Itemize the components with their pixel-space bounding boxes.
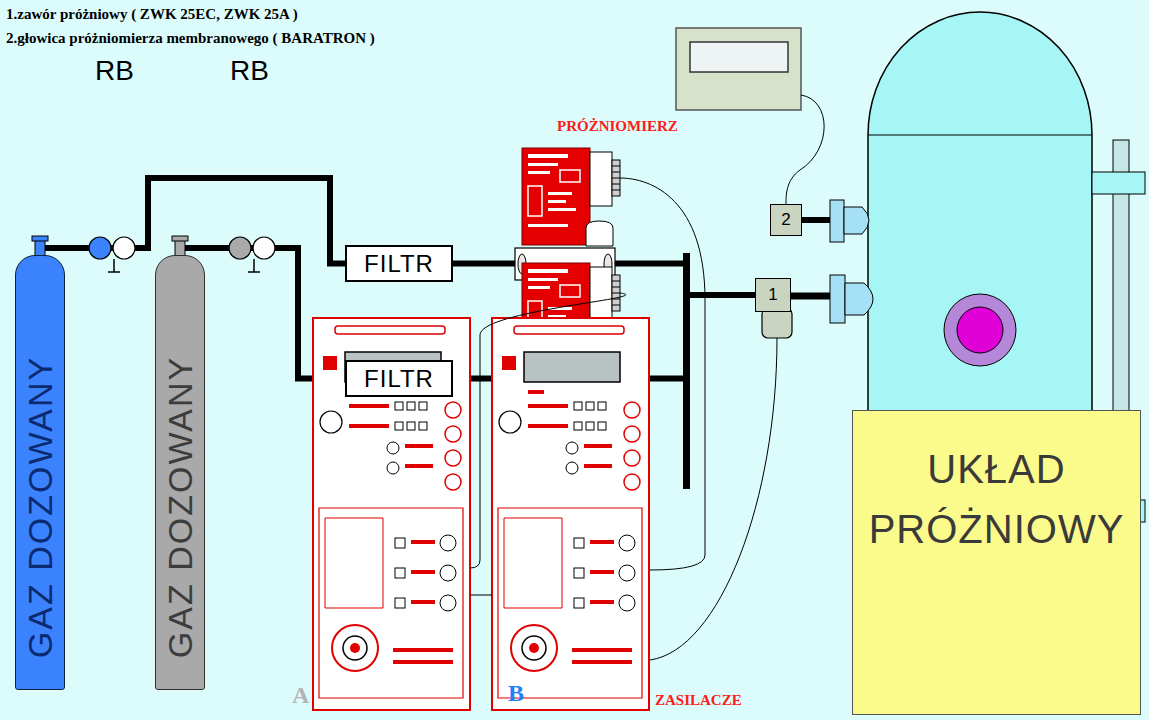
- part-name: RB: [95, 55, 134, 87]
- flange-port: [844, 207, 869, 234]
- regulator-stem: [108, 259, 120, 272]
- legend-note: 2.głowica próżniomierza membranowego ( B…: [6, 30, 375, 47]
- node-text: GAZ DOZOWANY: [21, 356, 60, 658]
- regulator-stem: [248, 259, 260, 272]
- viewport-ring: [944, 294, 1016, 366]
- regulator: [229, 237, 251, 259]
- gauge-head: 2: [770, 204, 802, 236]
- gauge-screen: [690, 42, 788, 72]
- chamber-seam: [868, 135, 1092, 136]
- unit-letter: A: [292, 682, 309, 709]
- node-text: FILTR: [364, 250, 434, 278]
- part-name: RB: [230, 55, 269, 87]
- signal-wire: [786, 95, 824, 204]
- pipe-clamp: [1092, 172, 1145, 194]
- filter-box: FILTR: [345, 245, 453, 282]
- node-text: FILTR: [364, 365, 434, 393]
- flange: [830, 275, 845, 323]
- signal-wire: [470, 293, 626, 568]
- part-name: ZASILACZE: [655, 692, 742, 709]
- port-pipe: [790, 293, 832, 300]
- node-text: 2: [781, 210, 790, 230]
- power-supply: [313, 318, 470, 710]
- part-name: PRÓŻNIOMIERZ: [557, 118, 678, 135]
- flange-port: [845, 283, 873, 315]
- cylinder-valve: [172, 236, 188, 241]
- flange: [830, 200, 844, 242]
- gauge-display: [676, 28, 801, 110]
- viewport: [957, 307, 1003, 353]
- power-supply: [492, 318, 649, 710]
- regulator: [253, 237, 275, 259]
- valve-actuator: [762, 308, 792, 338]
- regulator: [89, 237, 111, 259]
- gas-cylinder: GAZ DOZOWANY: [155, 255, 205, 690]
- signal-wire: [470, 595, 492, 596]
- regulator: [113, 237, 135, 259]
- unit-letter: B: [508, 680, 524, 707]
- vacuum-chamber: [868, 12, 1092, 430]
- filter-box: FILTR: [345, 360, 453, 397]
- vacuum-valve: 1: [755, 278, 791, 312]
- side-pipe: [1113, 140, 1129, 610]
- flow-meter: [515, 148, 620, 280]
- node-text: GAZ DOZOWANY: [161, 356, 200, 658]
- signal-wire: [620, 178, 705, 570]
- vacuum-system: UKŁAD PRÓŻNIOWY: [852, 410, 1141, 715]
- legend-note: 1.zawór próżniowy ( ZWK 25EC, ZWK 25A ): [6, 6, 298, 23]
- manifold: [683, 253, 690, 489]
- pipe-clamp: [1092, 500, 1145, 522]
- signal-wire: [650, 338, 777, 660]
- node-text: UKŁAD PRÓŻNIOWY: [863, 439, 1130, 559]
- gas-cylinder: GAZ DOZOWANY: [15, 255, 65, 690]
- cylinder-valve: [32, 236, 48, 241]
- port-pipe: [800, 217, 832, 223]
- node-text: 1: [768, 285, 777, 305]
